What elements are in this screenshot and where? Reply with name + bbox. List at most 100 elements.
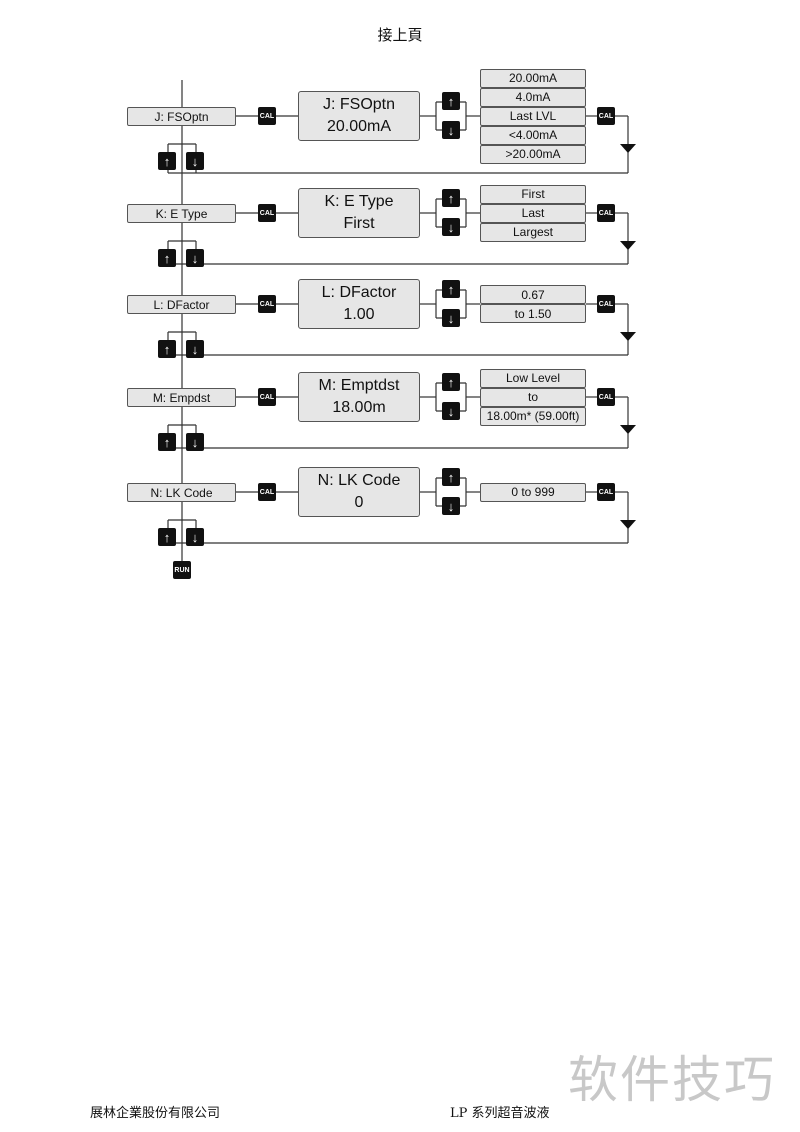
cal-confirm-label: CAL [598,209,614,217]
cal-button[interactable]: CAL [258,388,276,406]
nav-up-label: ↑ [163,153,171,169]
option-value: Largest [480,222,586,242]
down-arrow-button[interactable]: ↓ [442,121,460,139]
display-value: 0 [354,494,364,511]
up-arrow-button[interactable]: ↑ [442,92,460,110]
cal-confirm-button[interactable]: CAL [597,204,615,222]
nav-down-button[interactable]: ↓ [186,433,204,451]
cal-confirm-button[interactable]: CAL [597,483,615,501]
nav-up-label: ↑ [163,341,171,357]
cal-label: CAL [259,393,275,401]
up-arrow-button[interactable]: ↑ [442,468,460,486]
down-arrow-label: ↓ [447,310,455,326]
down-arrow-button[interactable]: ↓ [442,218,460,236]
nav-up-label: ↑ [163,434,171,450]
cal-button[interactable]: CAL [258,295,276,313]
cal-button[interactable]: CAL [258,107,276,125]
cal-confirm-button[interactable]: CAL [597,107,615,125]
down-arrow-label: ↓ [447,498,455,514]
option-value: Last LVL [480,106,586,126]
down-triangle-icon [620,241,636,250]
display-value: 20.00mA [326,118,392,135]
nav-down-button[interactable]: ↓ [186,528,204,546]
cal-confirm-label: CAL [598,393,614,401]
up-arrow-button[interactable]: ↑ [442,280,460,298]
nav-up-label: ↑ [163,250,171,266]
cal-confirm-label: CAL [598,300,614,308]
option-value: 4.0mA [480,87,586,107]
option-value: 20.00mA [480,68,586,88]
footer-company: 展林企業股份有限公司 [90,1106,221,1121]
cal-confirm-label: CAL [598,112,614,120]
nav-up-button[interactable]: ↑ [158,249,176,267]
lcd-display: N: LK Code 0 [298,467,420,517]
nav-down-label: ↓ [191,434,199,450]
cal-confirm-button[interactable]: CAL [597,295,615,313]
display-title: M: Emptdst [318,377,400,394]
option-value: 0 to 999 [480,482,586,502]
up-arrow-button[interactable]: ↑ [442,189,460,207]
lcd-display: L: DFactor 1.00 [298,279,420,329]
nav-down-button[interactable]: ↓ [186,340,204,358]
watermark: 软件技巧 [568,1051,776,1109]
option-value: >20.00mA [480,144,586,164]
menu-item-3[interactable]: M: Empdst [127,388,236,407]
option-value: to 1.50 [480,304,586,323]
page-header: 接上頁 [377,26,423,44]
menu-item-2[interactable]: L: DFactor [127,295,236,314]
nav-up-button[interactable]: ↑ [158,433,176,451]
cal-button[interactable]: CAL [258,483,276,501]
display-value: 1.00 [343,306,375,323]
down-arrow-label: ↓ [447,403,455,419]
nav-down-label: ↓ [191,250,199,266]
menu-item-0[interactable]: J: FSOptn [127,107,236,126]
option-value: Last [480,203,586,223]
option-value: First [480,184,586,204]
display-title: L: DFactor [321,284,397,301]
down-arrow-button[interactable]: ↓ [442,497,460,515]
nav-down-button[interactable]: ↓ [186,249,204,267]
display-title: N: LK Code [317,472,401,489]
cal-label: CAL [259,300,275,308]
nav-down-label: ↓ [191,341,199,357]
cal-confirm-label: CAL [598,488,614,496]
nav-down-label: ↓ [191,529,199,545]
nav-down-button[interactable]: ↓ [186,152,204,170]
up-arrow-label: ↑ [447,190,455,206]
cal-button[interactable]: CAL [258,204,276,222]
up-arrow-button[interactable]: ↑ [442,373,460,391]
up-arrow-label: ↑ [447,469,455,485]
down-arrow-button[interactable]: ↓ [442,402,460,420]
display-value: First [343,215,375,232]
cal-label: CAL [259,488,275,496]
up-arrow-label: ↑ [447,93,455,109]
cal-label: CAL [259,209,275,217]
display-title: K: E Type [324,193,394,210]
down-arrow-label: ↓ [447,122,455,138]
cal-label: CAL [259,112,275,120]
menu-item-1[interactable]: K: E Type [127,204,236,223]
nav-up-button[interactable]: ↑ [158,152,176,170]
lcd-display: M: Emptdst 18.00m [298,372,420,422]
cal-confirm-button[interactable]: CAL [597,388,615,406]
option-value: 0.67 [480,285,586,304]
option-value: to [480,387,586,407]
footer-product: LP 系列超音波液 [450,1106,550,1121]
option-value: Low Level [480,368,586,388]
down-arrow-button[interactable]: ↓ [442,309,460,327]
display-value: 18.00m [332,399,386,416]
run-button[interactable]: RUN [173,561,191,579]
nav-up-button[interactable]: ↑ [158,528,176,546]
menu-item-4[interactable]: N: LK Code [127,483,236,502]
option-value: 18.00m* (59.00ft) [480,406,586,426]
up-arrow-label: ↑ [447,374,455,390]
down-triangle-icon [620,520,636,529]
down-triangle-icon [620,144,636,153]
nav-down-label: ↓ [191,153,199,169]
down-triangle-icon [620,425,636,434]
run-label: RUN [174,566,190,574]
nav-up-button[interactable]: ↑ [158,340,176,358]
